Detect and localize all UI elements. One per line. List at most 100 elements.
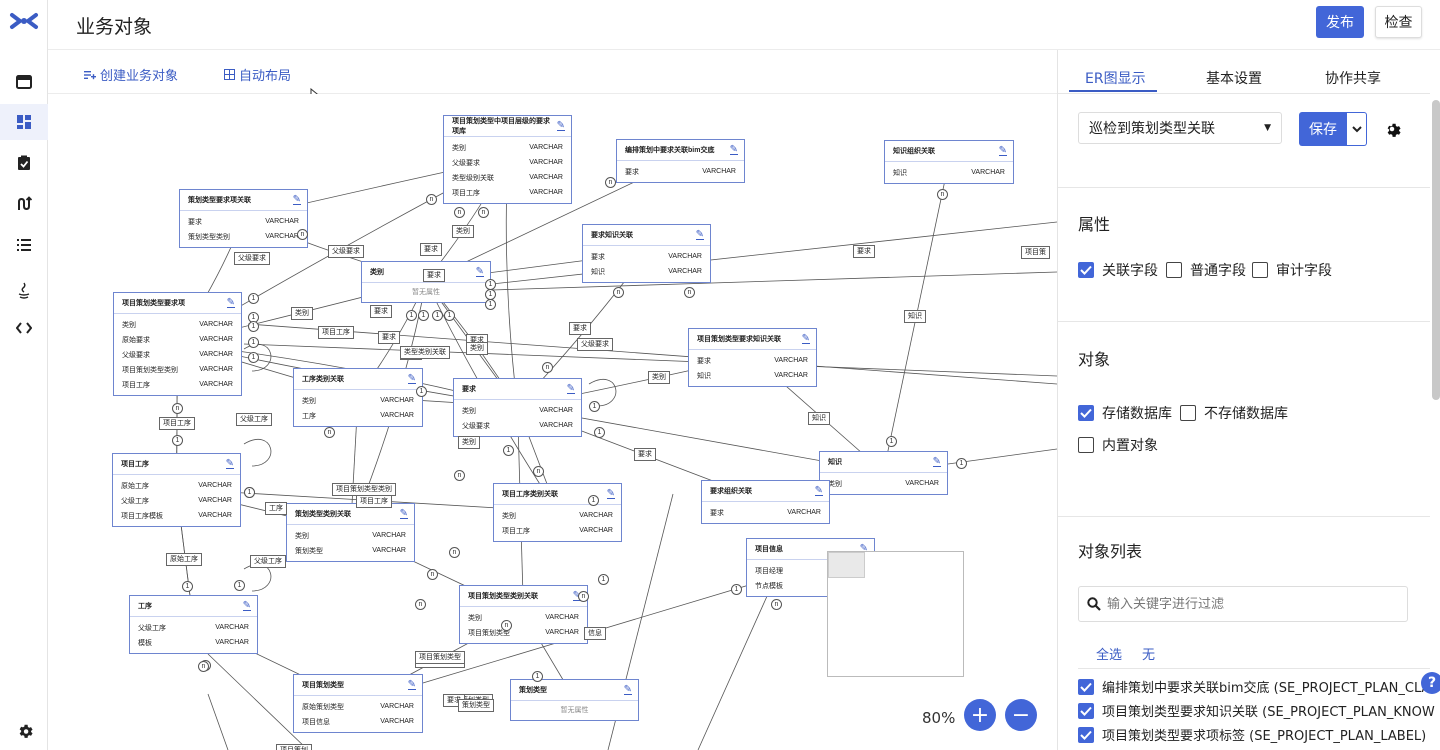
edit-icon[interactable]: ✎	[226, 297, 235, 308]
nav-dashboard[interactable]	[0, 104, 48, 140]
checkbox-icon[interactable]	[1252, 262, 1268, 278]
tab-er-display[interactable]: ER图显示	[1085, 71, 1146, 87]
checkbox-checked-icon[interactable]	[1078, 678, 1094, 695]
edit-icon[interactable]: ✎	[566, 383, 575, 394]
checkbox-checked-icon[interactable]	[1078, 262, 1094, 278]
save-dropdown-button[interactable]	[1347, 112, 1367, 146]
nav-java[interactable]	[0, 273, 48, 309]
edit-icon[interactable]: ✎	[556, 120, 565, 131]
edit-icon[interactable]: ✎	[814, 485, 823, 496]
nav-code[interactable]	[0, 310, 48, 346]
obj-option-1[interactable]: 不存储数据库	[1180, 403, 1288, 423]
check-button[interactable]: 检查	[1375, 6, 1422, 38]
tab-basic-settings[interactable]: 基本设置	[1206, 71, 1262, 87]
nav-route[interactable]	[0, 186, 48, 222]
object-list-item[interactable]: 项目策划类型要求项标签 (SE_PROJECT_PLAN_LABEL)	[1078, 725, 1426, 744]
er-node[interactable]: 策划类型✎暂无属性	[510, 679, 639, 721]
er-node-header[interactable]: 工序类别关联✎	[294, 369, 422, 390]
minimap-viewport[interactable]	[828, 552, 865, 578]
edit-icon[interactable]: ✎	[606, 488, 615, 499]
edit-icon[interactable]: ✎	[242, 600, 251, 611]
save-button[interactable]: 保存	[1299, 112, 1347, 146]
checkbox-checked-icon[interactable]	[1078, 726, 1094, 743]
er-node-header[interactable]: 项目策划类型要求知识关联✎	[689, 329, 816, 350]
object-search[interactable]	[1078, 586, 1408, 622]
er-node-header[interactable]: 项目策划类型类别关联✎	[460, 586, 587, 607]
select-all-link[interactable]: 全选	[1096, 648, 1123, 663]
minimap[interactable]	[827, 551, 964, 677]
edit-icon[interactable]: ✎	[407, 373, 416, 384]
er-node-header[interactable]: 要求组织关联✎	[702, 481, 829, 502]
er-node-header[interactable]: 策划类型类别关联✎	[287, 504, 414, 525]
er-node-header[interactable]: 项目工序✎	[113, 454, 240, 475]
obj-option-2[interactable]: 内置对象	[1078, 435, 1158, 455]
attr-option-2[interactable]: 审计字段	[1252, 260, 1332, 280]
auto-layout-button[interactable]: 自动布局	[224, 65, 291, 84]
edit-icon[interactable]: ✎	[801, 333, 810, 344]
edit-icon[interactable]: ✎	[475, 266, 484, 277]
nav-table[interactable]	[0, 64, 48, 100]
er-node[interactable]: 类别✎暂无属性	[361, 261, 491, 303]
er-node-header[interactable]: 项目工序类别关联✎	[494, 484, 621, 505]
obj-option-0[interactable]: 存储数据库	[1078, 403, 1172, 423]
edit-icon[interactable]: ✎	[407, 679, 416, 690]
er-node-header[interactable]: 知识✎	[820, 452, 947, 473]
nav-settings[interactable]	[0, 712, 48, 748]
tab-collaboration[interactable]: 协作共享	[1325, 71, 1381, 87]
gear-icon[interactable]	[1383, 120, 1401, 138]
search-input[interactable]	[1107, 596, 1387, 612]
er-node-header[interactable]: 编排策划中要求关联bim交底✎	[617, 140, 744, 161]
edit-icon[interactable]: ✎	[292, 194, 301, 205]
object-list-item[interactable]: 项目策划类型要求知识关联 (SE_PROJECT_PLAN_KNOW	[1078, 701, 1435, 720]
edit-icon[interactable]: ✎	[225, 458, 234, 469]
create-object-button[interactable]: 创建业务对象	[84, 65, 178, 84]
edit-icon[interactable]: ✎	[932, 456, 941, 467]
er-node-header[interactable]: 策划类型要求项关联✎	[180, 190, 307, 211]
edit-icon[interactable]: ✎	[729, 144, 738, 155]
checkbox-icon[interactable]	[1166, 262, 1182, 278]
zoom-in-button[interactable]: +	[964, 699, 996, 731]
er-node-header[interactable]: 项目策划类型中项目层级的要求项库✎	[444, 116, 571, 137]
er-node-header[interactable]: 项目策划类型要求项✎	[114, 293, 241, 314]
er-node-header[interactable]: 要求知识关联✎	[583, 225, 710, 246]
checkbox-icon[interactable]	[1180, 405, 1196, 421]
help-icon[interactable]: ?	[1421, 672, 1440, 694]
panel-scrollbar[interactable]	[1432, 100, 1440, 400]
er-node-header[interactable]: 项目策划类型✎	[294, 675, 422, 696]
edit-icon[interactable]: ✎	[623, 684, 632, 695]
attr-option-0[interactable]: 关联字段	[1078, 260, 1158, 280]
select-none-link[interactable]: 无	[1142, 648, 1156, 663]
er-node-header[interactable]: 知识组织关联✎	[885, 141, 1013, 162]
er-node-header[interactable]: 要求✎	[454, 379, 581, 400]
edit-icon[interactable]: ✎	[695, 229, 704, 240]
attr-option-1[interactable]: 普通字段	[1166, 260, 1246, 280]
nav-clipboard[interactable]	[0, 145, 48, 181]
edit-icon[interactable]: ✎	[998, 145, 1007, 156]
er-node-header[interactable]: 工序✎	[130, 596, 257, 617]
er-node-header[interactable]: 类别✎	[362, 262, 490, 283]
zoom-out-button[interactable]: −	[1005, 699, 1037, 731]
checkbox-checked-icon[interactable]	[1078, 702, 1094, 719]
edit-icon[interactable]: ✎	[572, 590, 581, 601]
checkbox-checked-icon[interactable]	[1078, 405, 1094, 421]
checkbox-icon[interactable]	[1078, 437, 1094, 453]
object-list-item[interactable]: 编排策划中要求关联bim交底 (SE_PROJECT_PLAN_CLA	[1078, 677, 1430, 696]
nav-list[interactable]	[0, 227, 48, 263]
